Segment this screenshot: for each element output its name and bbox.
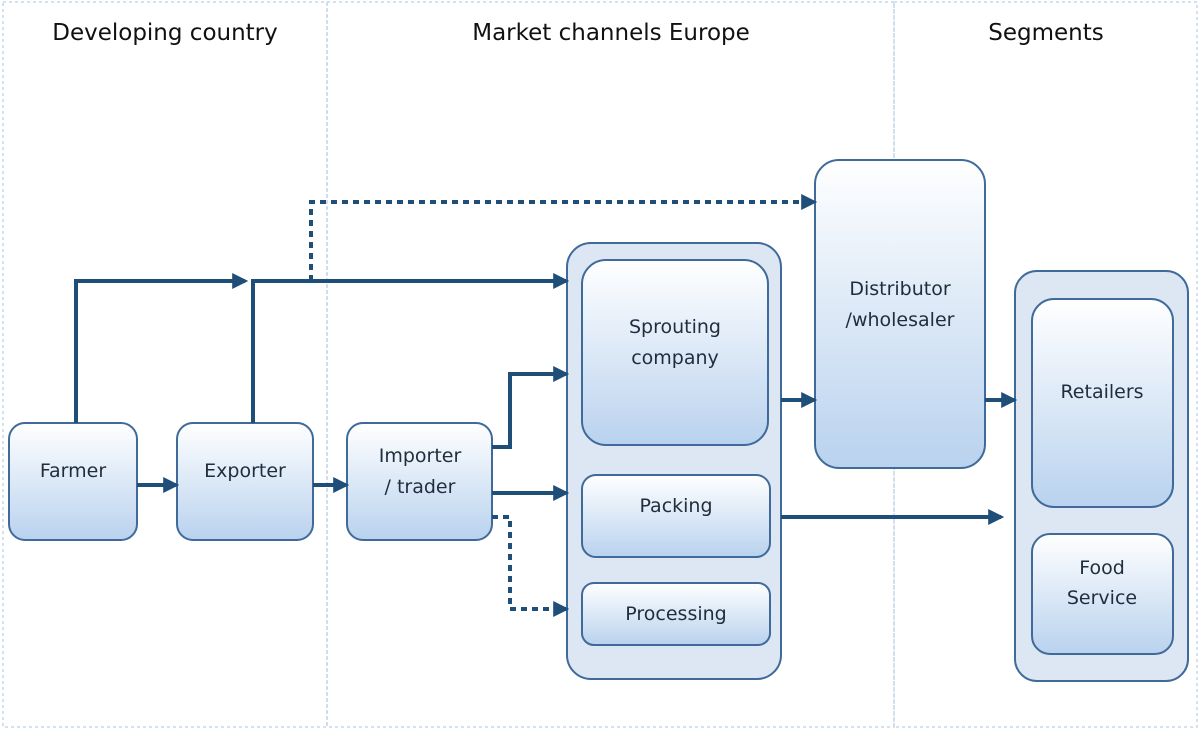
importer-label-line1: Importer (379, 445, 462, 467)
exporter-label: Exporter (204, 460, 286, 482)
retailers-label: Retailers (1060, 381, 1143, 403)
processing-box (581, 582, 771, 646)
distributor-wholesaler-box (814, 159, 986, 469)
packing-box (581, 474, 771, 558)
sprouting-label-line2: company (631, 347, 719, 369)
importer-label-line2: / trader (385, 476, 456, 498)
sprouting-label-line1: Sprouting (629, 316, 721, 338)
retailers-box (1031, 298, 1174, 508)
packing-label: Packing (639, 495, 712, 517)
column-title-market-channels: Market channels Europe (472, 20, 750, 46)
market-channels-column (326, 1, 895, 728)
column-title-segments: Segments (988, 20, 1103, 46)
arrow-importer-to-sprouting (492, 366, 570, 449)
food-service-label-line1: Food (1079, 557, 1125, 579)
arrow-farmer-bypass (74, 273, 249, 423)
farmer-label: Farmer (40, 460, 107, 482)
sprouting-company-box (581, 259, 769, 446)
farmer-box (8, 422, 138, 541)
food-service-label-line2: Service (1067, 587, 1137, 609)
food-service-box (1031, 533, 1174, 655)
column-title-developing-country: Developing country (52, 20, 278, 46)
distributor-label-line1: Distributor (849, 278, 951, 300)
dotted-arrow-importer-to-processing (492, 515, 570, 617)
arrow-exporter-to-sprouting (251, 273, 570, 423)
developing-country-column (2, 1, 328, 728)
dotted-arrow-exporter-to-distributor (309, 194, 818, 281)
processing-label: Processing (625, 603, 726, 625)
distributor-label-line2: /wholesaler (846, 309, 955, 331)
